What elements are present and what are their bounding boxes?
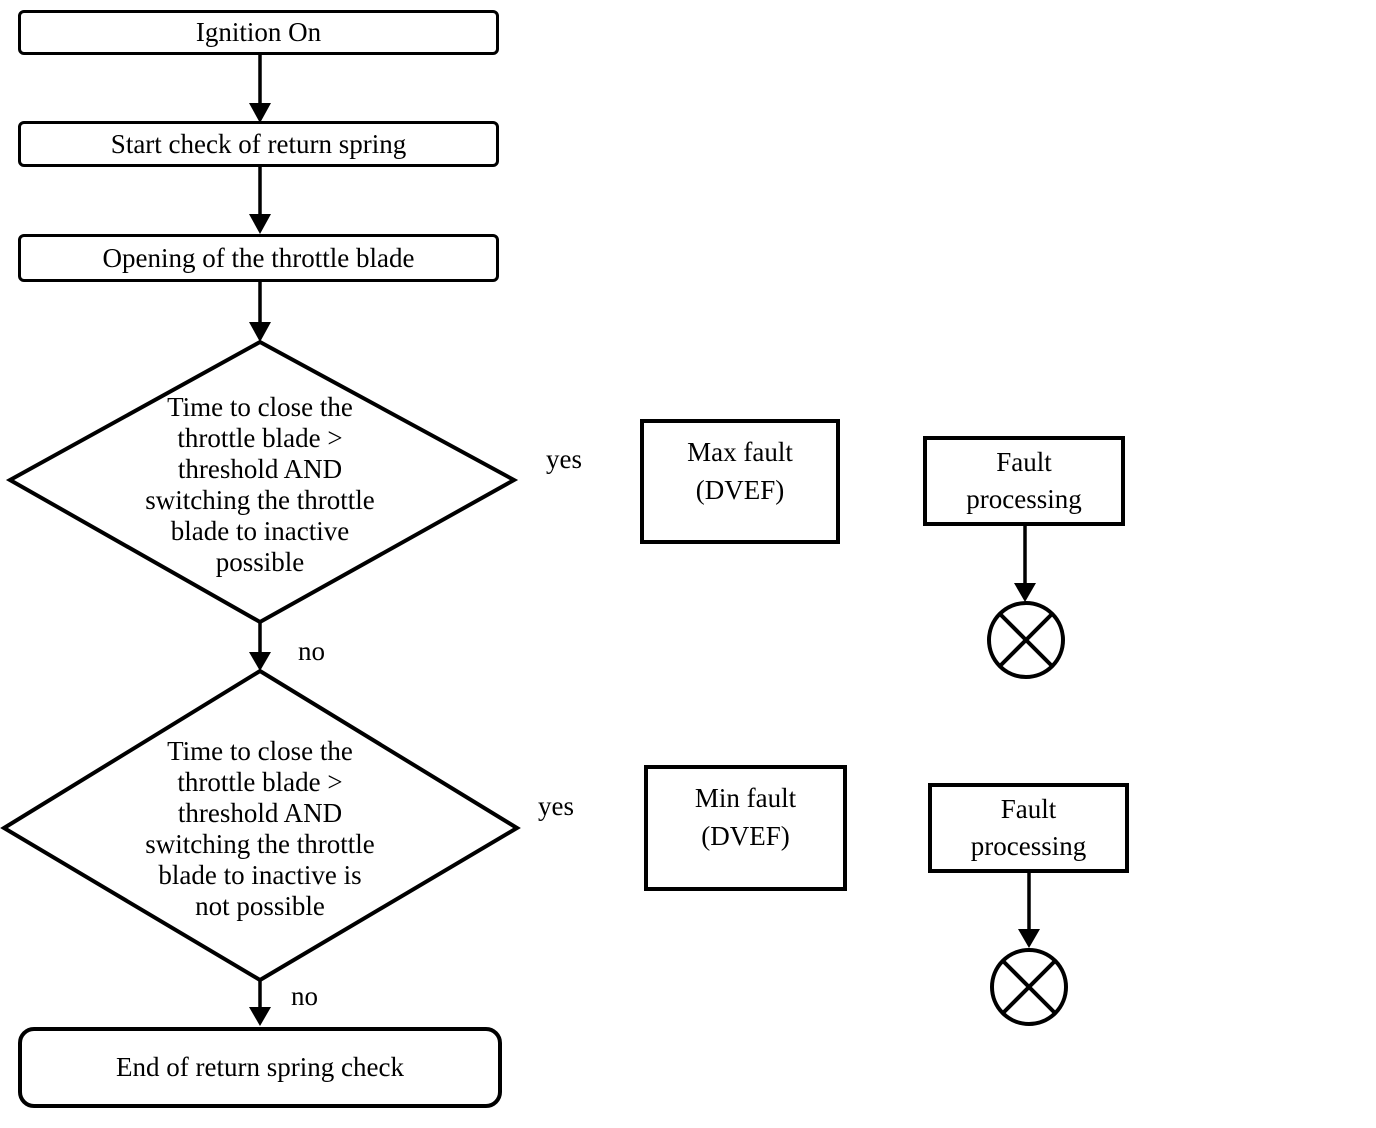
terminator-circle-2 (990, 948, 1068, 1026)
node-start-check-label: Start check of return spring (110, 128, 407, 159)
node-opening-blade-label: Opening of the throttle blade (102, 242, 415, 273)
node-end-check-label: End of return spring check (116, 1052, 404, 1082)
decision-min-label: Time to close the throttle blade > thres… (145, 736, 375, 921)
node-opening-blade: Opening of the throttle blade (18, 234, 499, 282)
arrow-start-to-opening (249, 167, 271, 234)
node-fault-processing-1-label: Fault processing (966, 447, 1082, 514)
node-min-fault: Min fault (DVEF) (644, 765, 847, 891)
node-fault-processing-1: Fault processing (923, 436, 1125, 526)
node-fault-processing-2: Fault processing (928, 783, 1129, 873)
terminator-circle-1 (987, 601, 1065, 679)
decision-max-label: Time to close the throttle blade > thres… (145, 392, 375, 577)
node-start-check: Start check of return spring (18, 121, 499, 167)
arrow-fp2-to-terminator (1018, 873, 1040, 948)
edge-label-no-1: no (298, 636, 325, 666)
node-min-fault-label: Min fault (DVEF) (694, 783, 797, 851)
arrow-decision-min-no (249, 980, 271, 1026)
node-end-check: End of return spring check (18, 1027, 502, 1108)
node-fault-processing-2-label: Fault processing (970, 794, 1087, 861)
edge-label-no-2: no (291, 981, 318, 1011)
node-ignition-on: Ignition On (18, 10, 499, 55)
node-ignition-on-label: Ignition On (195, 17, 322, 47)
arrow-opening-to-decision-max (249, 282, 271, 342)
arrow-decision-max-no (249, 622, 271, 671)
edge-label-yes-2: yes (538, 791, 574, 821)
edge-label-yes-1: yes (546, 444, 582, 474)
arrow-ignition-to-start (249, 55, 271, 123)
node-max-fault-label: Max fault (DVEF) (687, 437, 793, 505)
arrow-fp1-to-terminator (1014, 526, 1036, 602)
node-max-fault: Max fault (DVEF) (640, 419, 840, 544)
